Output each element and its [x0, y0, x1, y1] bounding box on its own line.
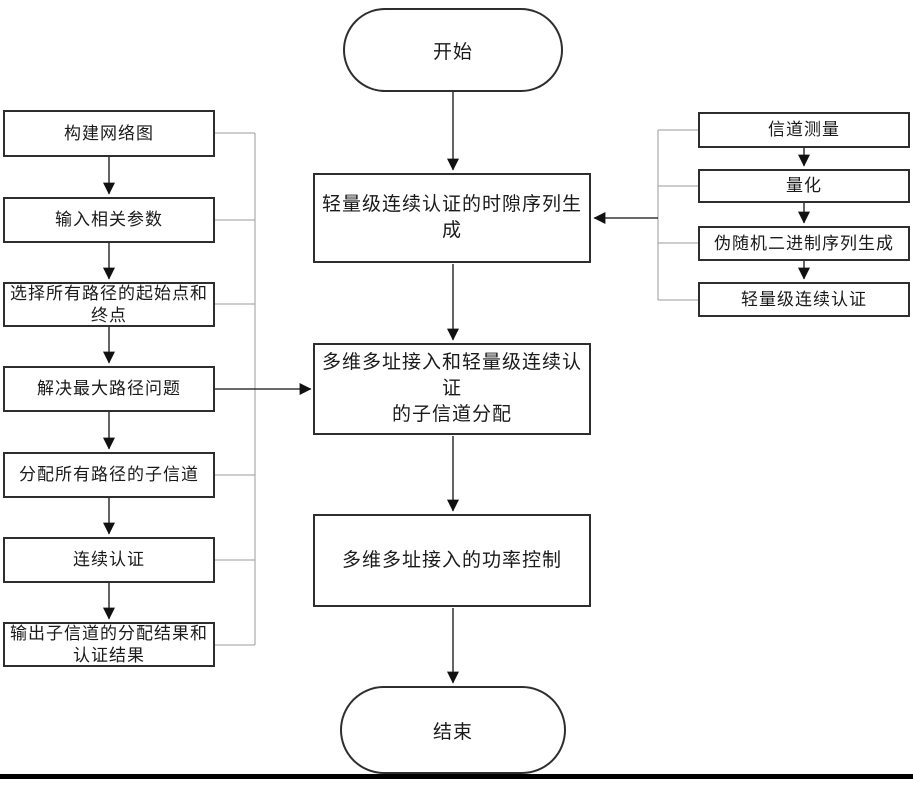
node-quantization: 量化	[698, 169, 910, 203]
node-allocate-path-subchannels: 分配所有路径的子信道	[3, 452, 215, 498]
node-end: 结束	[340, 686, 566, 774]
node-label: 连续认证	[73, 550, 145, 569]
node-label: 构建网络图	[64, 123, 154, 143]
node-label: 多维多址接入和轻量级连续认证 的子信道分配	[321, 352, 582, 425]
node-end-label: 结束	[432, 721, 473, 743]
node-lightweight-auth: 轻量级连续认证	[698, 282, 910, 317]
node-label: 量化	[786, 176, 822, 195]
node-label: 多维多址接入的功率控制	[341, 549, 562, 571]
node-solve-max-path: 解决最大路径问题	[3, 366, 215, 412]
node-label: 伪随机二进制序列生成	[714, 233, 894, 253]
node-label: 信道测量	[768, 120, 840, 139]
node-label: 输入相关参数	[55, 210, 163, 229]
node-label: 解决最大路径问题	[37, 379, 181, 398]
node-input-parameters: 输入相关参数	[3, 197, 215, 243]
node-timeslot-generation: 轻量级连续认证的时隙序列生成	[313, 173, 591, 263]
node-subchannel-allocation: 多维多址接入和轻量级连续认证 的子信道分配	[313, 343, 591, 435]
node-output-results: 输出子信道的分配结果和 认证结果	[3, 622, 215, 667]
bottom-rule	[0, 774, 913, 779]
flow-arrows	[103, 92, 810, 684]
node-continuous-auth: 连续认证	[3, 537, 215, 583]
node-label: 输出子信道的分配结果和 认证结果	[10, 623, 208, 665]
right-bus-lines	[657, 129, 698, 301]
node-channel-measurement: 信道测量	[698, 112, 910, 148]
node-label: 轻量级连续认证	[741, 289, 867, 309]
node-label: 分配所有路径的子信道	[19, 465, 199, 484]
node-select-path-endpoints: 选择所有路径的起始点和 终点	[3, 282, 215, 327]
node-start: 开始	[343, 8, 563, 92]
node-prbs-generation: 伪随机二进制序列生成	[698, 226, 910, 261]
node-build-network-graph: 构建网络图	[3, 110, 215, 157]
node-start-label: 开始	[432, 41, 473, 63]
node-label: 选择所有路径的起始点和 终点	[10, 283, 208, 325]
node-power-control: 多维多址接入的功率控制	[313, 514, 591, 607]
node-label: 轻量级连续认证的时隙序列生成	[321, 194, 582, 241]
